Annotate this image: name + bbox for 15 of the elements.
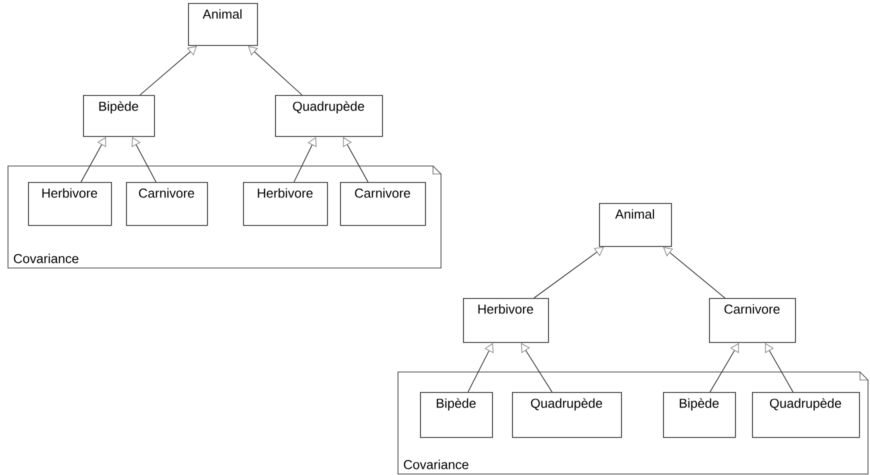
class-box: Animal: [599, 203, 672, 247]
class-box: Bipède: [83, 95, 155, 137]
class-box: Herbivore: [243, 182, 328, 226]
class-box: Bipède: [663, 392, 736, 438]
class-box: Quadrupède: [752, 392, 860, 438]
class-box: Bipède: [420, 392, 493, 438]
class-box: Carnivore: [709, 298, 796, 343]
inheritance-arrow: [534, 246, 604, 298]
class-box: Herbivore: [463, 298, 549, 343]
class-box: Carnivore: [340, 182, 426, 226]
class-box: Animal: [188, 3, 258, 46]
class-box: Herbivore: [28, 182, 112, 226]
class-box: Carnivore: [126, 182, 208, 226]
class-box: Quadrupède: [275, 95, 383, 137]
class-box: Quadrupède: [512, 392, 622, 438]
